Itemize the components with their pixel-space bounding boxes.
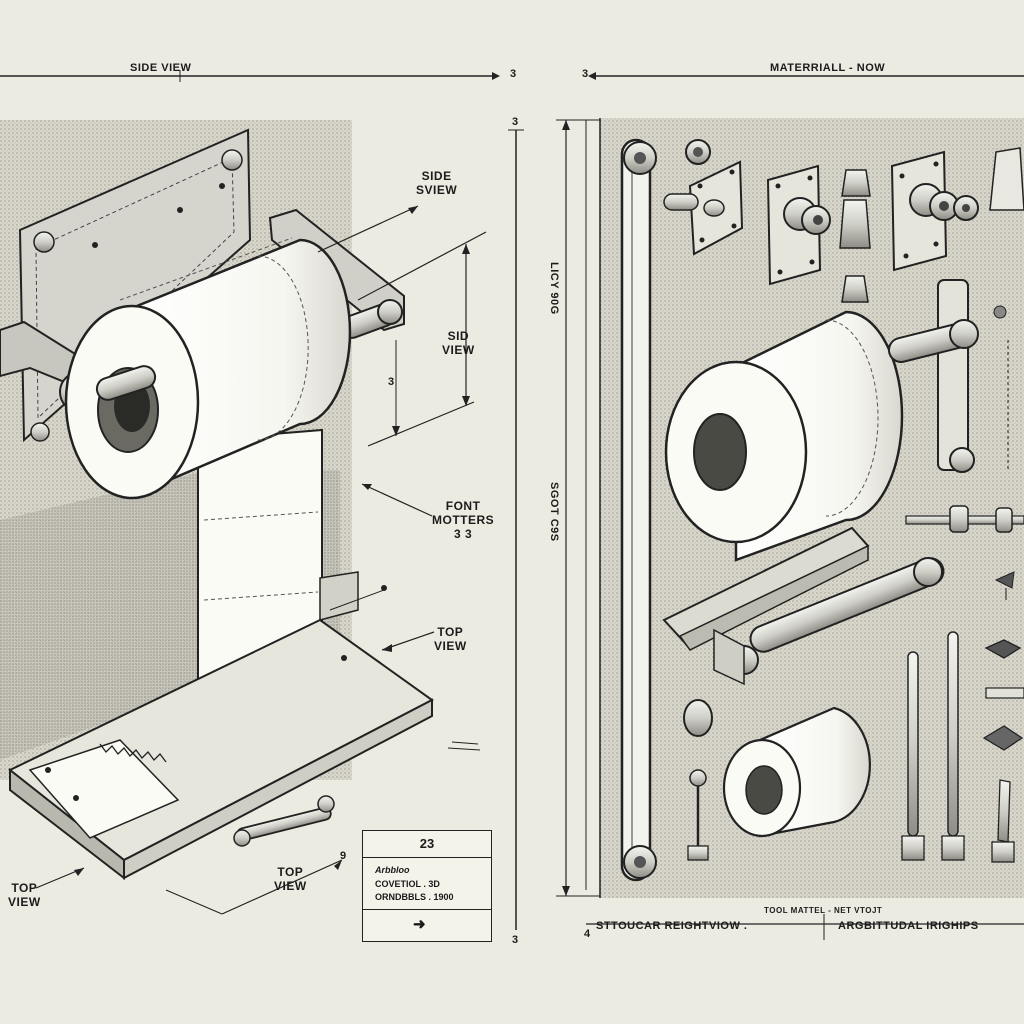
arrow-right-icon: ➜ — [413, 916, 426, 933]
callout-font-line1: FONT — [445, 499, 481, 513]
callout-font-number: 3 3 — [453, 526, 473, 541]
vertical-dimension-label-bottom: SGOT C9S — [548, 482, 560, 542]
vertical-dimension-label-top: LICY 90G — [548, 262, 560, 315]
callout-top-view-bottom: TOP VIEW — [274, 865, 307, 894]
callout-side-view-line1: SIDE — [421, 169, 452, 183]
footer-right-label: ARGBITTUDAL IRIGHIPS — [838, 920, 979, 932]
callout-font-line2: MOTTERS — [432, 512, 495, 527]
left-border-number-top: 3 — [512, 116, 519, 128]
left-header-number: 3 — [510, 68, 517, 80]
footer-top-label: TOOL MATTEL - NET VTOJT — [764, 906, 883, 915]
right-header-label: MATERRIALL - NOW — [770, 62, 886, 74]
callout-sid-view: SID VIEW — [442, 329, 475, 358]
callout-side-view: SIDE SVIEW — [416, 169, 458, 198]
callout-top-view-bottom-line2: VIEW — [274, 878, 307, 893]
callout-top-view-left-line1: TOP — [11, 881, 38, 895]
callout-top-view-left: TOP VIEW — [8, 881, 41, 910]
left-border-number-bottom: 3 — [512, 934, 519, 946]
title-block-line1: Arbbloo — [375, 865, 410, 875]
callout-top-view-bottom-line1: TOP — [277, 865, 304, 879]
title-block-line2: COVETIOL . 3D — [375, 879, 440, 889]
footer-left-label: STTOUCAR REIGHTVIOW . — [596, 920, 748, 932]
callout-side-view-line2: SVIEW — [416, 182, 458, 197]
left-header-label: SIDE VIEW — [130, 62, 192, 74]
callout-sid-view-line2: VIEW — [442, 342, 475, 357]
callout-top-view-right-line2: VIEW — [434, 638, 467, 653]
callout-top-view-right: TOP VIEW — [434, 625, 467, 654]
callout-top-view-bottom-number: 9 — [340, 850, 347, 862]
left-panel-drawing — [0, 70, 524, 930]
title-block-number: 23 — [363, 831, 491, 858]
footer-left-number: 4 — [584, 928, 591, 940]
right-panel-drawing — [556, 72, 1024, 940]
right-header-number: 3 — [582, 68, 589, 80]
callout-font: FONT MOTTERS 3 3 — [432, 499, 495, 541]
callout-top-view-left-line2: VIEW — [8, 894, 41, 909]
title-block-line3: ORNDBBLS . 1900 — [375, 892, 454, 902]
title-block: 23 Arbbloo COVETIOL . 3D ORNDBBLS . 1900… — [362, 830, 492, 942]
dimension-small-number: 3 — [388, 376, 395, 388]
callout-sid-view-line1: SID — [447, 329, 470, 343]
callout-top-view-right-line1: TOP — [437, 625, 464, 639]
